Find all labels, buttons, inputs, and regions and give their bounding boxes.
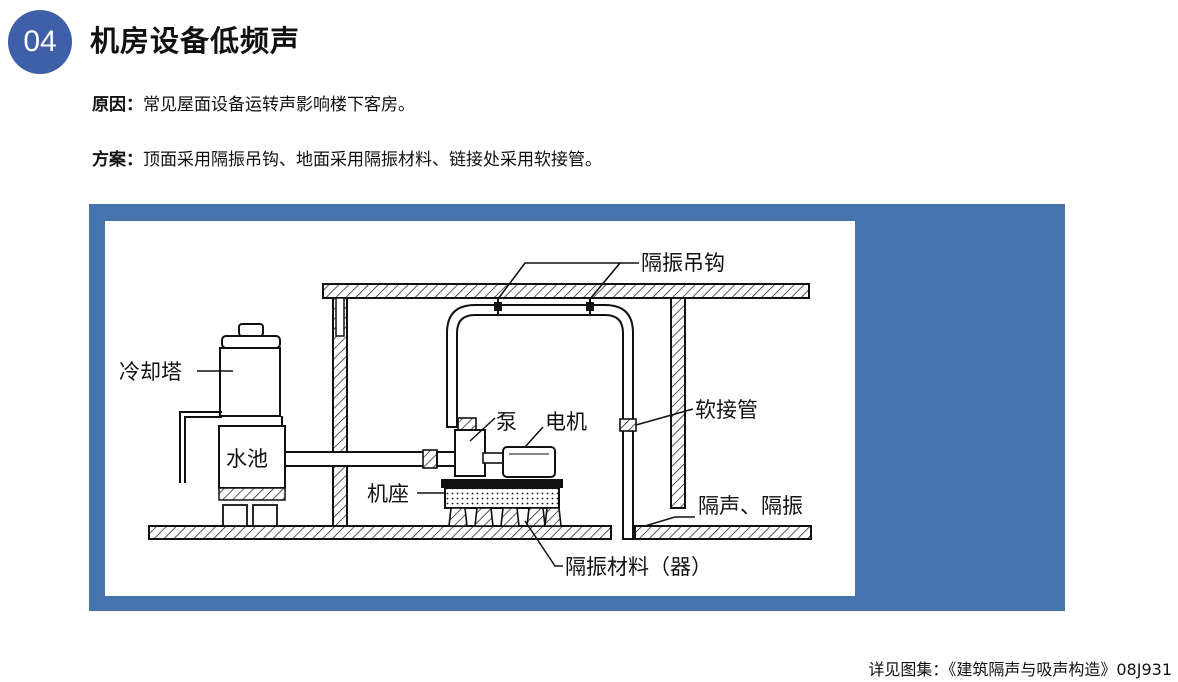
label-water-tank: 水池 — [226, 447, 268, 471]
pump — [454, 429, 486, 477]
plan-text: 顶面采用隔振吊钩、地面采用隔振材料、链接处采用软接管。 — [143, 150, 602, 170]
motor-callout — [524, 426, 544, 448]
label-pump: 泵 — [496, 410, 517, 434]
flex-connector-riser — [619, 418, 637, 432]
reason-line: 原因：常见屋面设备运转声影响楼下客房。 — [92, 90, 415, 115]
tank-foot-left — [222, 504, 248, 527]
label-sound-vibration: 隔声、隔振 — [698, 494, 803, 518]
sound-vibration-callout — [644, 516, 695, 527]
cooling-tower-top — [221, 335, 281, 349]
page-title: 机房设备低频声 — [90, 24, 301, 58]
pump-shaft — [482, 452, 504, 464]
label-isolation-material: 隔振材料（器） — [565, 555, 712, 579]
floor-slab-right — [634, 525, 812, 540]
flex-pipe-callout — [635, 408, 694, 426]
tower-return-pipe-inner — [179, 411, 222, 483]
diagram-panel: 隔振吊钩 冷却塔 软接管 泵 电机 水池 机座 隔声、隔振 隔振材料（器） — [105, 221, 855, 596]
flex-connector-suction — [422, 449, 438, 469]
isolation-material-callout — [524, 520, 563, 567]
cooling-tower-body — [219, 347, 281, 417]
vibration-isolators — [448, 507, 562, 527]
machine-base — [444, 487, 560, 509]
flex-connector-pump — [457, 417, 477, 431]
overhead-pipe — [446, 304, 634, 540]
machine-base-top — [441, 479, 563, 488]
cooling-tower-cap — [238, 323, 264, 337]
section-number: 04 — [23, 25, 57, 58]
tank-support — [218, 487, 286, 501]
tank-foot-right — [252, 504, 278, 527]
suction-pipe — [284, 451, 426, 467]
plan-line: 方案：顶面采用隔振吊钩、地面采用隔振材料、链接处采用软接管。 — [92, 145, 602, 170]
section-number-badge: 04 — [8, 10, 72, 74]
label-cooling-tower: 冷却塔 — [119, 360, 182, 384]
tower-return-pipe — [184, 416, 222, 483]
floor-slab-left — [148, 525, 612, 540]
label-hook: 隔振吊钩 — [641, 251, 725, 275]
label-motor: 电机 — [545, 410, 587, 434]
hook-right-icon — [586, 302, 594, 311]
label-base: 机座 — [367, 482, 409, 506]
reason-text: 常见屋面设备运转声影响楼下客房。 — [143, 95, 415, 115]
roof-slab — [322, 283, 810, 299]
machine-room-diagram: 隔振吊钩 冷却塔 软接管 泵 电机 水池 机座 隔声、隔振 隔振材料（器） — [119, 251, 812, 579]
pump-callout — [469, 417, 496, 442]
hook-left-icon — [494, 302, 502, 311]
label-flex-pipe: 软接管 — [695, 398, 758, 422]
source-reference: 详见图集：《建筑隔声与吸声构造》08J931 — [868, 660, 1172, 679]
right-wall — [670, 297, 686, 509]
motor — [502, 446, 556, 478]
plan-label: 方案： — [92, 150, 143, 170]
hook-callout — [497, 262, 622, 300]
roof-drain-pipe — [335, 297, 345, 337]
reason-label: 原因： — [92, 95, 143, 115]
